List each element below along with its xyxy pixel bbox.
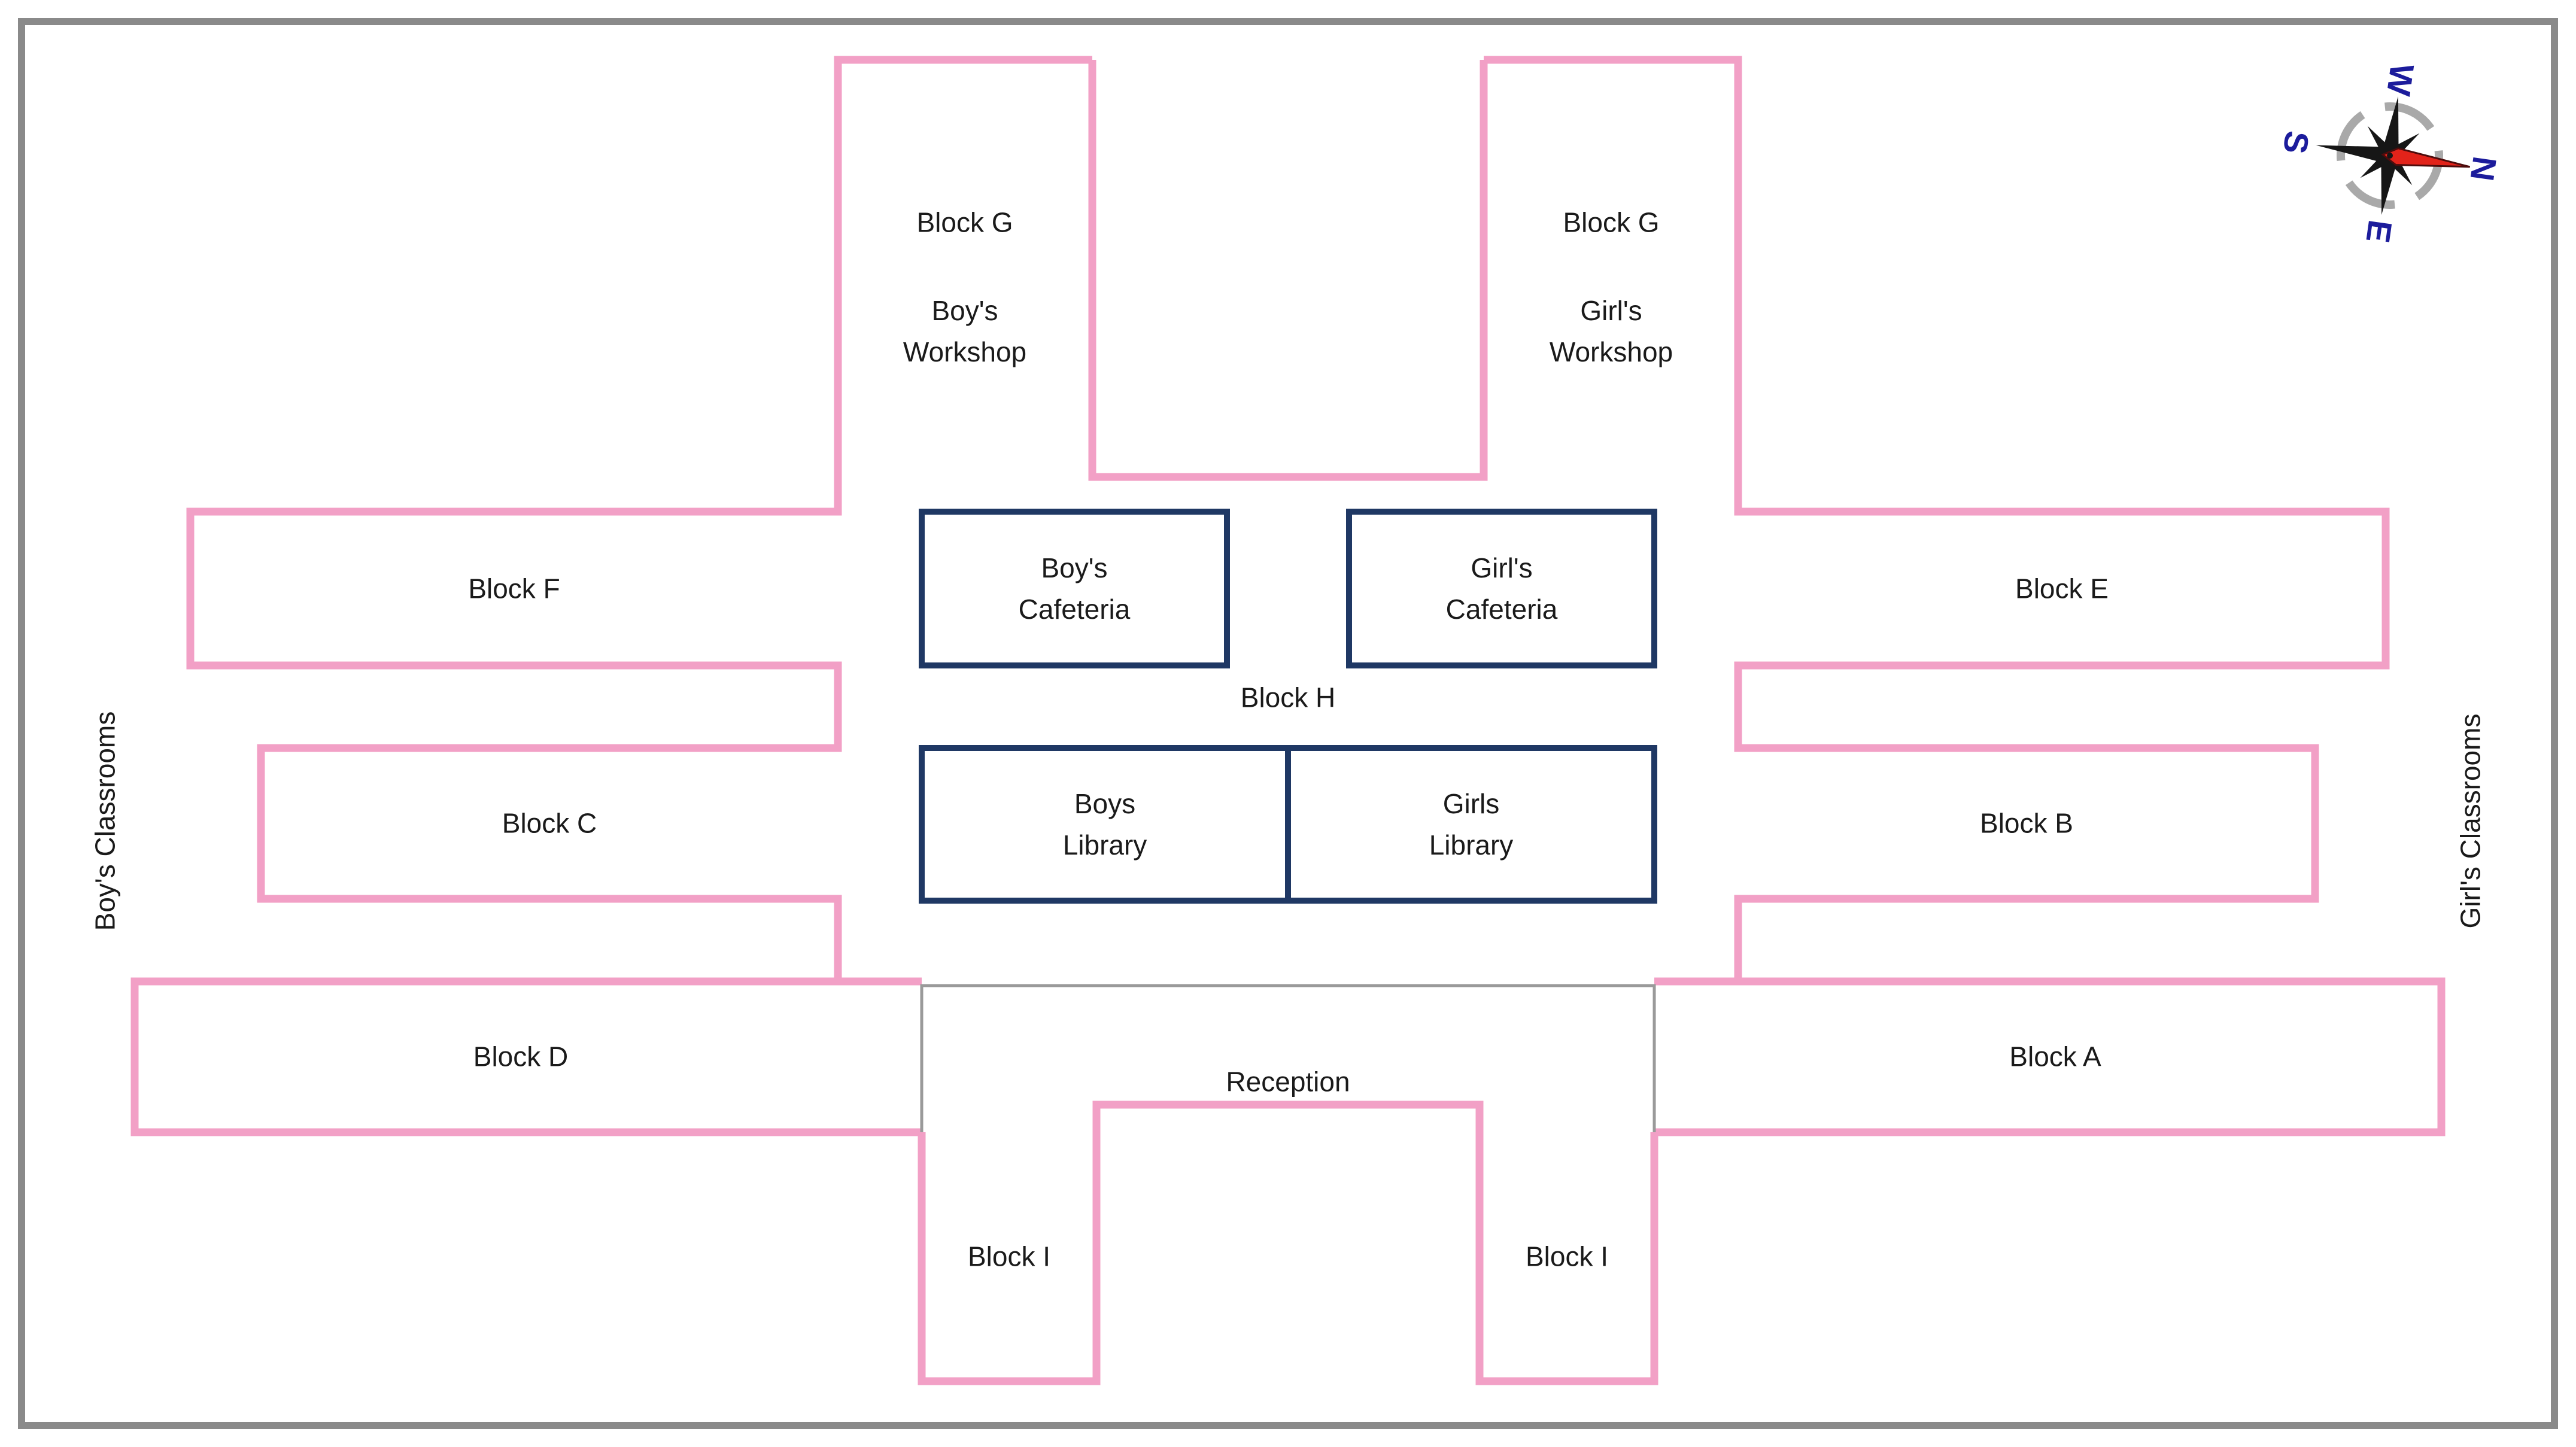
girls-library-label: Girls Library xyxy=(1429,788,1514,861)
compass-hub xyxy=(2387,153,2393,159)
compass-rose-icon: N E S W xyxy=(2276,62,2504,245)
reception-label: Reception xyxy=(1226,1066,1350,1098)
boys-library-label: Boys Library xyxy=(1062,788,1147,861)
pink-outline-left-wing xyxy=(130,56,1092,1136)
girls-classrooms-side-label: Girl's Classrooms xyxy=(2455,713,2486,929)
block-h-label: Block H xyxy=(1240,682,1336,713)
block-g-girls-subtitle: Girl's Workshop xyxy=(1549,295,1673,367)
compass-needle-south xyxy=(2316,145,2390,163)
block-i-right-label: Block I xyxy=(1525,1241,1609,1272)
block-g-girls-title: Block G xyxy=(1563,206,1660,238)
compass-needle-east xyxy=(2381,156,2397,215)
compass-label-south: S xyxy=(2276,129,2317,156)
block-i-left-label: Block I xyxy=(967,1241,1051,1272)
block-e-label: Block E xyxy=(2015,573,2109,604)
reception-outline xyxy=(920,984,1656,1132)
girls-cafeteria-label: Girl's Cafeteria xyxy=(1445,552,1558,625)
boys-classrooms-side-label: Boy's Classrooms xyxy=(89,711,121,931)
compass-needle-north-red xyxy=(2381,147,2471,168)
pink-outline-top-courtyard xyxy=(1088,60,1488,481)
girls-cafeteria-box xyxy=(1346,509,1657,668)
pink-outline-right-wing xyxy=(1484,56,2446,1136)
block-a-label: Block A xyxy=(2009,1041,2101,1072)
block-c-label: Block C xyxy=(502,807,597,839)
outer-border xyxy=(18,18,2558,1429)
compass-label-north: N xyxy=(2463,154,2504,184)
pink-outline-block-i-towers xyxy=(918,1101,1658,1385)
compass-label-east: E xyxy=(2359,218,2399,245)
block-d-label: Block D xyxy=(473,1041,569,1072)
block-g-boys-subtitle: Boy's Workshop xyxy=(903,295,1027,367)
compass-needle-west xyxy=(2383,96,2399,156)
boys-cafeteria-label: Boy's Cafeteria xyxy=(1018,552,1131,625)
block-b-label: Block B xyxy=(1980,807,2073,839)
block-f-label: Block F xyxy=(468,573,560,604)
compass-label-west: W xyxy=(2380,62,2422,98)
boys-cafeteria-box xyxy=(919,509,1230,668)
block-g-boys-title: Block G xyxy=(916,206,1013,238)
